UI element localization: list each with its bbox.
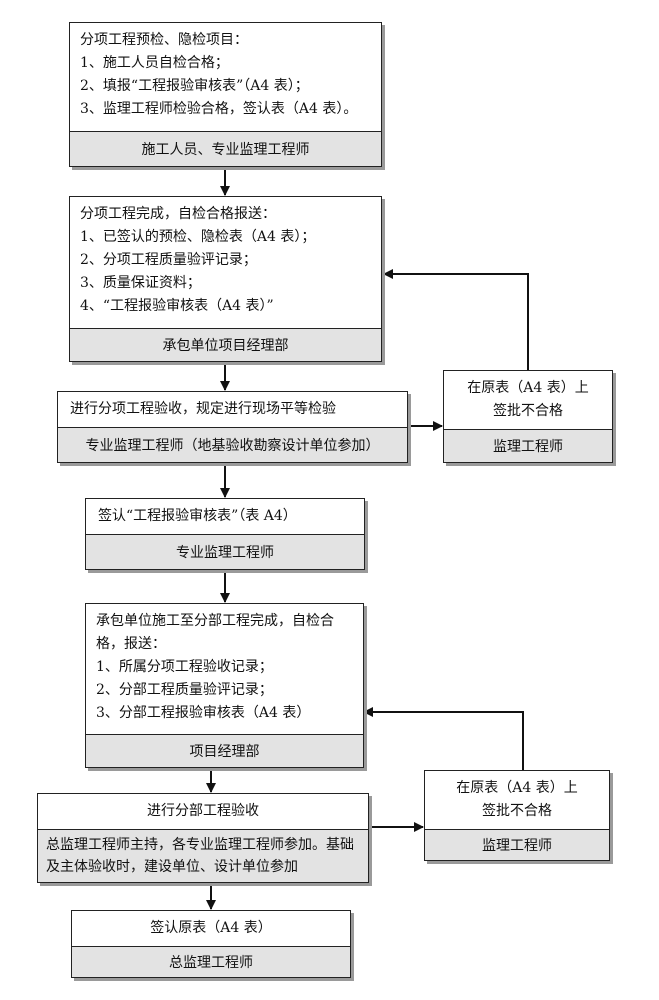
step-body: 在原表（A4 表）上 签批不合格: [444, 371, 612, 429]
step-line: 4、“工程报验审核表（A4 表）”: [80, 298, 274, 314]
arrow-side2-box5: [363, 707, 524, 770]
responsible-party: 专业监理工程师: [86, 534, 364, 569]
step-line: 2、分部工程质量验评记录；: [96, 682, 273, 698]
step-line: 进行分部工程验收: [147, 803, 259, 819]
step-body: 签认原表（A4 表）: [72, 911, 350, 946]
responsible-party: 项目经理部: [86, 734, 363, 767]
step-box-division-acceptance: 进行分部工程验收 总监理工程师主持，各专业监理工程师参加。基础及主体验收时，建设…: [37, 793, 369, 883]
step-line: 2、分项工程质量验评记录；: [80, 252, 257, 268]
step-line: 签批不合格: [482, 803, 552, 819]
step-line: 1、已签认的预检、隐检表（A4 表）；: [80, 229, 316, 245]
step-box-preinspection: 分项工程预检、隐检项目： 1、施工人员自检合格； 2、填报“工程报验审核表”（A…: [69, 22, 382, 167]
step-box-sign-original: 签认原表（A4 表） 总监理工程师: [71, 910, 351, 978]
step-line: 3、质量保证资料；: [80, 275, 201, 291]
step-box-subitem-acceptance: 进行分项工程验收，规定进行现场平等检验 专业监理工程师（地基验收勘察设计单位参加…: [57, 391, 408, 463]
arrow-side1-box2: [383, 269, 529, 370]
responsible-party: 施工人员、专业监理工程师: [70, 131, 381, 166]
step-body: 在原表（A4 表）上 签批不合格: [425, 771, 609, 829]
step-line: 承包单位施工至分部工程完成，自检合格，报送：: [96, 613, 334, 652]
step-body: 签认“工程报验审核表”（表 A4）: [86, 499, 364, 534]
step-box-sign-report: 签认“工程报验审核表”（表 A4） 专业监理工程师: [85, 498, 365, 570]
step-line: 3、分部工程报验审核表（A4 表）: [96, 705, 311, 721]
step-line: 1、所属分项工程验收记录；: [96, 659, 273, 675]
step-line: 3、监理工程师检验合格，签认表（A4 表）。: [80, 101, 358, 117]
step-line: 进行分项工程验收，规定进行现场平等检验: [70, 401, 336, 417]
step-body: 进行分部工程验收: [38, 794, 368, 829]
step-line: 2、填报“工程报验审核表”（A4 表）；: [80, 78, 309, 94]
responsible-party: 专业监理工程师（地基验收勘察设计单位参加）: [58, 427, 407, 462]
side-box-reject-division: 在原表（A4 表）上 签批不合格 监理工程师: [424, 770, 610, 861]
step-body: 分项工程预检、隐检项目： 1、施工人员自检合格； 2、填报“工程报验审核表”（A…: [70, 23, 381, 131]
responsible-party: 总监理工程师主持，各专业监理工程师参加。基础及主体验收时，建设单位、设计单位参加: [38, 829, 368, 882]
step-line: 分项工程预检、隐检项目：: [80, 32, 248, 48]
step-line: 签认原表（A4 表）: [150, 920, 272, 936]
side-box-reject-subitem: 在原表（A4 表）上 签批不合格 监理工程师: [443, 370, 613, 463]
step-line: 签认“工程报验审核表”（表 A4）: [98, 508, 297, 524]
step-body: 进行分项工程验收，规定进行现场平等检验: [58, 392, 407, 427]
step-line: 在原表（A4 表）上: [456, 780, 578, 796]
responsible-party: 承包单位项目经理部: [70, 328, 381, 361]
step-box-subitem-submission: 分项工程完成，自检合格报送： 1、已签认的预检、隐检表（A4 表）； 2、分项工…: [69, 196, 382, 362]
responsible-party: 总监理工程师: [72, 946, 350, 977]
step-line: 分项工程完成，自检合格报送：: [80, 206, 276, 222]
step-line: 在原表（A4 表）上: [467, 380, 589, 396]
responsible-party: 监理工程师: [444, 429, 612, 462]
responsible-party: 监理工程师: [425, 829, 609, 860]
step-line: 签批不合格: [493, 403, 563, 419]
step-body: 承包单位施工至分部工程完成，自检合格，报送： 1、所属分项工程验收记录； 2、分…: [86, 604, 363, 734]
step-line: 1、施工人员自检合格；: [80, 55, 229, 71]
step-box-division-submission: 承包单位施工至分部工程完成，自检合格，报送： 1、所属分项工程验收记录； 2、分…: [85, 603, 364, 768]
step-body: 分项工程完成，自检合格报送： 1、已签认的预检、隐检表（A4 表）； 2、分项工…: [70, 197, 381, 328]
